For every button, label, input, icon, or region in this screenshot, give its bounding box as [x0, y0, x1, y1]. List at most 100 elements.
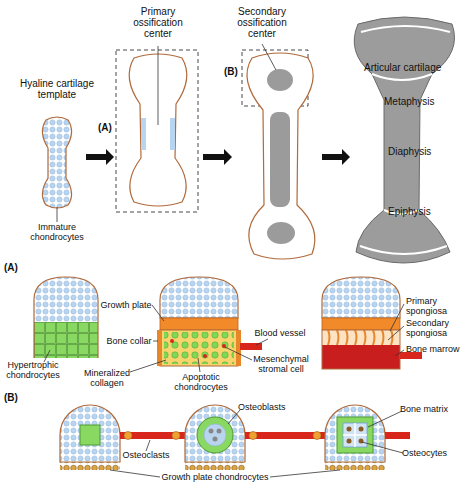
cartilage-model: [247, 53, 315, 259]
part-label: Diaphysis: [388, 146, 468, 157]
leader-line: [225, 347, 252, 360]
bone-matrix: [343, 423, 367, 447]
part-label: Bone matrix: [400, 404, 460, 414]
leader-line: [270, 470, 340, 477]
ossified-region: [267, 69, 293, 91]
part-label: Hypertrophic chondrocytes: [2, 360, 64, 380]
leader-line: [158, 46, 159, 125]
part-label: Growth plate chondrocytes: [140, 472, 290, 482]
osteoclast-cell: [249, 432, 257, 440]
growth-plate-row: [60, 462, 120, 470]
part-label: Primary ossification center: [124, 6, 192, 40]
leader-line: [388, 326, 404, 340]
apoptotic-cells: [164, 332, 234, 364]
leader-line: [153, 341, 158, 342]
part-label: Osteocytes: [402, 448, 462, 458]
leader-line: [228, 410, 240, 424]
part-label: Bone collar: [104, 336, 154, 346]
core-cell: [213, 437, 218, 442]
cartilage-cap: [322, 277, 400, 318]
stage-arrow: [203, 149, 232, 165]
core-cell: [209, 429, 214, 434]
part-label: Mineralized collagen: [72, 368, 142, 388]
part-label: Growth plate: [96, 300, 156, 310]
stage-arrow: [86, 149, 114, 165]
part-label: Primary spongiosa: [406, 296, 472, 316]
spongiosa-trabeculae: [328, 330, 393, 345]
part-label: Articular cartilage: [364, 62, 472, 73]
osteocyte-cell: [347, 439, 352, 444]
part-label: Apoptotic chondrocytes: [168, 372, 234, 392]
cartilage-outline: [34, 277, 98, 358]
part-label: Metaphysis: [384, 96, 464, 107]
hypertrophic-zone: [34, 322, 98, 358]
stromal-cell: [203, 354, 207, 358]
osteocyte-cell: [347, 427, 352, 432]
leader-line: [362, 442, 403, 453]
part-label: Secondary spongiosa: [406, 318, 472, 338]
osteocyte-cell: [359, 439, 364, 444]
growth-plate-band: [322, 318, 400, 330]
panel-letter: (A): [98, 122, 120, 133]
stage-arrow: [322, 149, 350, 165]
spongiosa-zone: [322, 330, 400, 345]
part-label: Bone marrow: [406, 344, 472, 354]
osteoclast-cell: [172, 432, 180, 440]
epiphysis-cap: [60, 405, 120, 462]
panel-letter: (A): [4, 262, 26, 273]
cartilage-line: [372, 74, 432, 80]
blood-vessel: [245, 432, 325, 439]
bone-marrow: [322, 345, 400, 369]
leader-line: [146, 440, 150, 451]
panel-letter: (B): [224, 66, 246, 77]
part-label: Epiphysis: [388, 206, 468, 217]
growth-plate-row: [185, 462, 245, 470]
core-cell: [217, 429, 222, 434]
matrix-lines: [343, 423, 367, 447]
long-bone: [354, 17, 454, 263]
leader-line: [57, 207, 58, 222]
part-label: Blood vessel: [250, 328, 310, 338]
cartilage-line: [361, 26, 450, 32]
ossified-region: [267, 222, 295, 244]
cartilage-cap: [34, 277, 98, 322]
part-label: Osteoclasts: [116, 450, 176, 460]
part-label: Immature chondrocytes: [20, 222, 94, 242]
bone-collar: [157, 330, 162, 366]
leader-line: [390, 304, 404, 331]
leader-line: [256, 339, 268, 345]
growth-plate-band: [160, 318, 238, 330]
stromal-cell: [170, 339, 174, 343]
leader-line: [130, 360, 166, 372]
blood-vessel: [385, 432, 410, 439]
part-label: Mesenchymal stromal cell: [250, 354, 312, 374]
osteocyte-cell: [359, 427, 364, 432]
ossification-core: [204, 424, 226, 446]
osteoblast-layer: [337, 417, 373, 453]
part-label: Hyaline cartilage template: [18, 78, 96, 100]
bone-collar-patch: [170, 118, 175, 150]
blood-vessel: [120, 432, 185, 439]
cartilage-cap: [160, 277, 238, 318]
epiphysis-cap: [325, 405, 385, 462]
dashed-frame: [116, 50, 198, 212]
epiphysis-cap: [185, 405, 245, 462]
part-label: Osteoblasts: [238, 402, 298, 412]
part-label: Secondary ossification center: [228, 6, 296, 40]
cartilage-line: [360, 246, 447, 254]
panel-letter: (B): [4, 392, 26, 403]
leader-line: [262, 44, 276, 70]
osteoblast-ring: [197, 417, 233, 453]
hypertrophic-cell: [80, 425, 100, 445]
leader-line: [395, 350, 404, 356]
ossified-region: [270, 112, 290, 207]
leader-line: [152, 305, 164, 321]
bone-collar-patch: [141, 118, 146, 150]
bone-outline: [322, 330, 400, 369]
leader-line: [110, 470, 160, 477]
cartilage-template: [42, 117, 71, 208]
growth-plate-row: [325, 462, 385, 470]
leader-line: [198, 358, 200, 372]
osteoclast-cell: [313, 432, 321, 440]
leader-line: [368, 411, 402, 427]
